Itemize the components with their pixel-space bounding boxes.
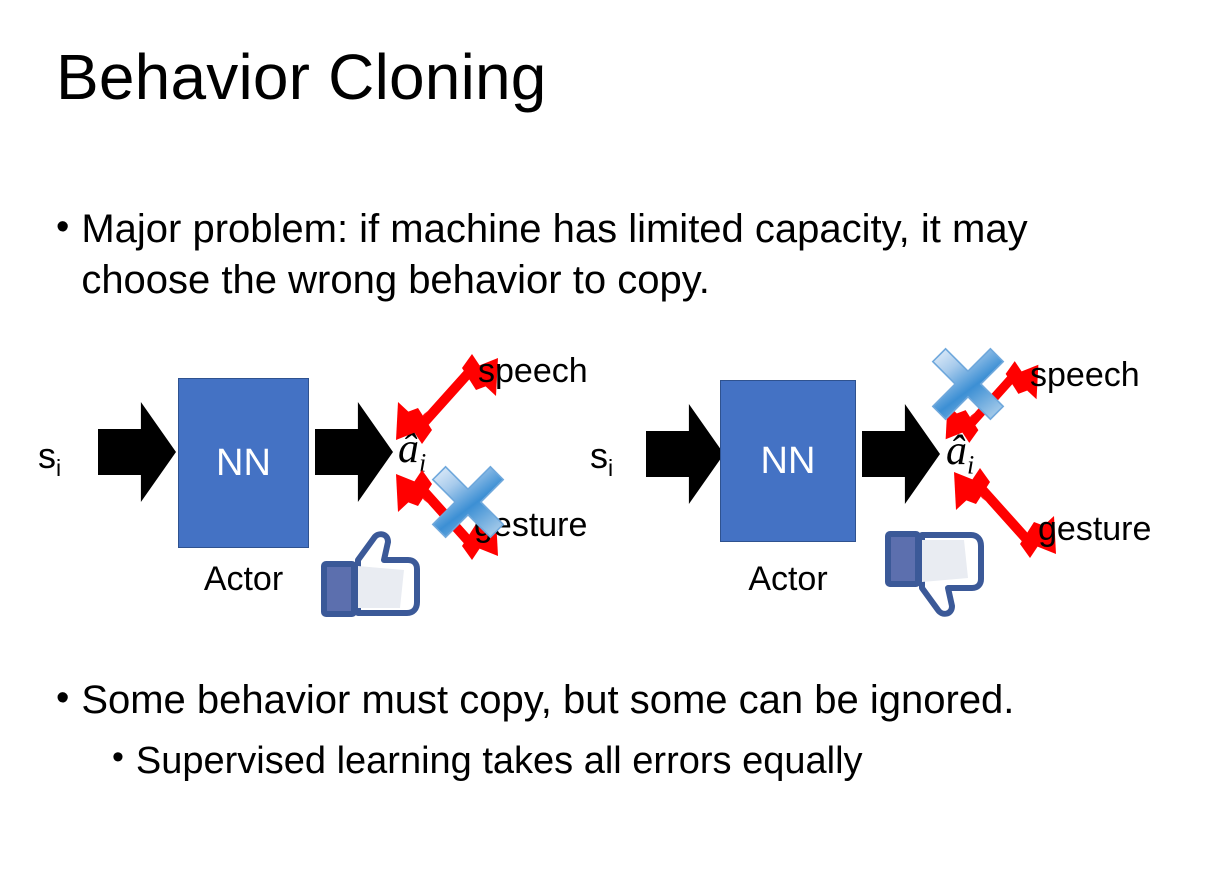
bullet-text: Major problem: if machine has limited ca… [81, 207, 1028, 303]
output-action-label: âi [398, 426, 427, 478]
input-arrow-icon [98, 402, 176, 502]
nn-box: NN [720, 380, 856, 542]
gesture-branch-arrow-icon [954, 468, 1056, 558]
thumbs-up-icon [321, 531, 420, 617]
nn-box-label: NN [760, 440, 816, 482]
actor-caption: Actor [203, 560, 284, 598]
bullet-text: Supervised learning takes all errors equ… [135, 740, 863, 782]
gesture-label: gesture [1038, 510, 1152, 548]
bullet-item-supervised-learning: • Supervised learning takes all errors e… [112, 737, 1172, 786]
bullet-marker: • [56, 206, 70, 248]
output-action-label: âi [946, 428, 975, 480]
input-state-label: si [590, 435, 614, 482]
diagram-left-good-case: si NN Actor âi speech [0, 330, 620, 630]
output-arrow-icon [315, 402, 393, 502]
speech-branch-arrow-icon [396, 354, 498, 444]
speech-label: speech [1030, 356, 1140, 394]
speech-label: speech [478, 352, 588, 390]
thumbs-down-icon [885, 531, 984, 617]
bullet-marker: • [112, 738, 124, 776]
bullet-item-major-problem: • Major problem: if machine has limited … [56, 204, 1116, 306]
input-state-label: si [38, 435, 62, 482]
bullet-text: Some behavior must copy, but some can be… [81, 678, 1015, 722]
cross-out-x-icon [431, 465, 505, 539]
actor-caption: Actor [748, 560, 828, 598]
bullet-item-some-behavior: • Some behavior must copy, but some can … [56, 675, 1176, 726]
diagram-right-bad-case: si NN Actor âi speech [560, 330, 1210, 630]
input-arrow-icon [646, 404, 724, 504]
cross-out-x-icon [931, 347, 1005, 421]
bullet-marker: • [56, 677, 70, 719]
nn-box-label: NN [216, 442, 271, 484]
nn-box: NN [178, 378, 309, 548]
page-title: Behavior Cloning [56, 41, 547, 113]
